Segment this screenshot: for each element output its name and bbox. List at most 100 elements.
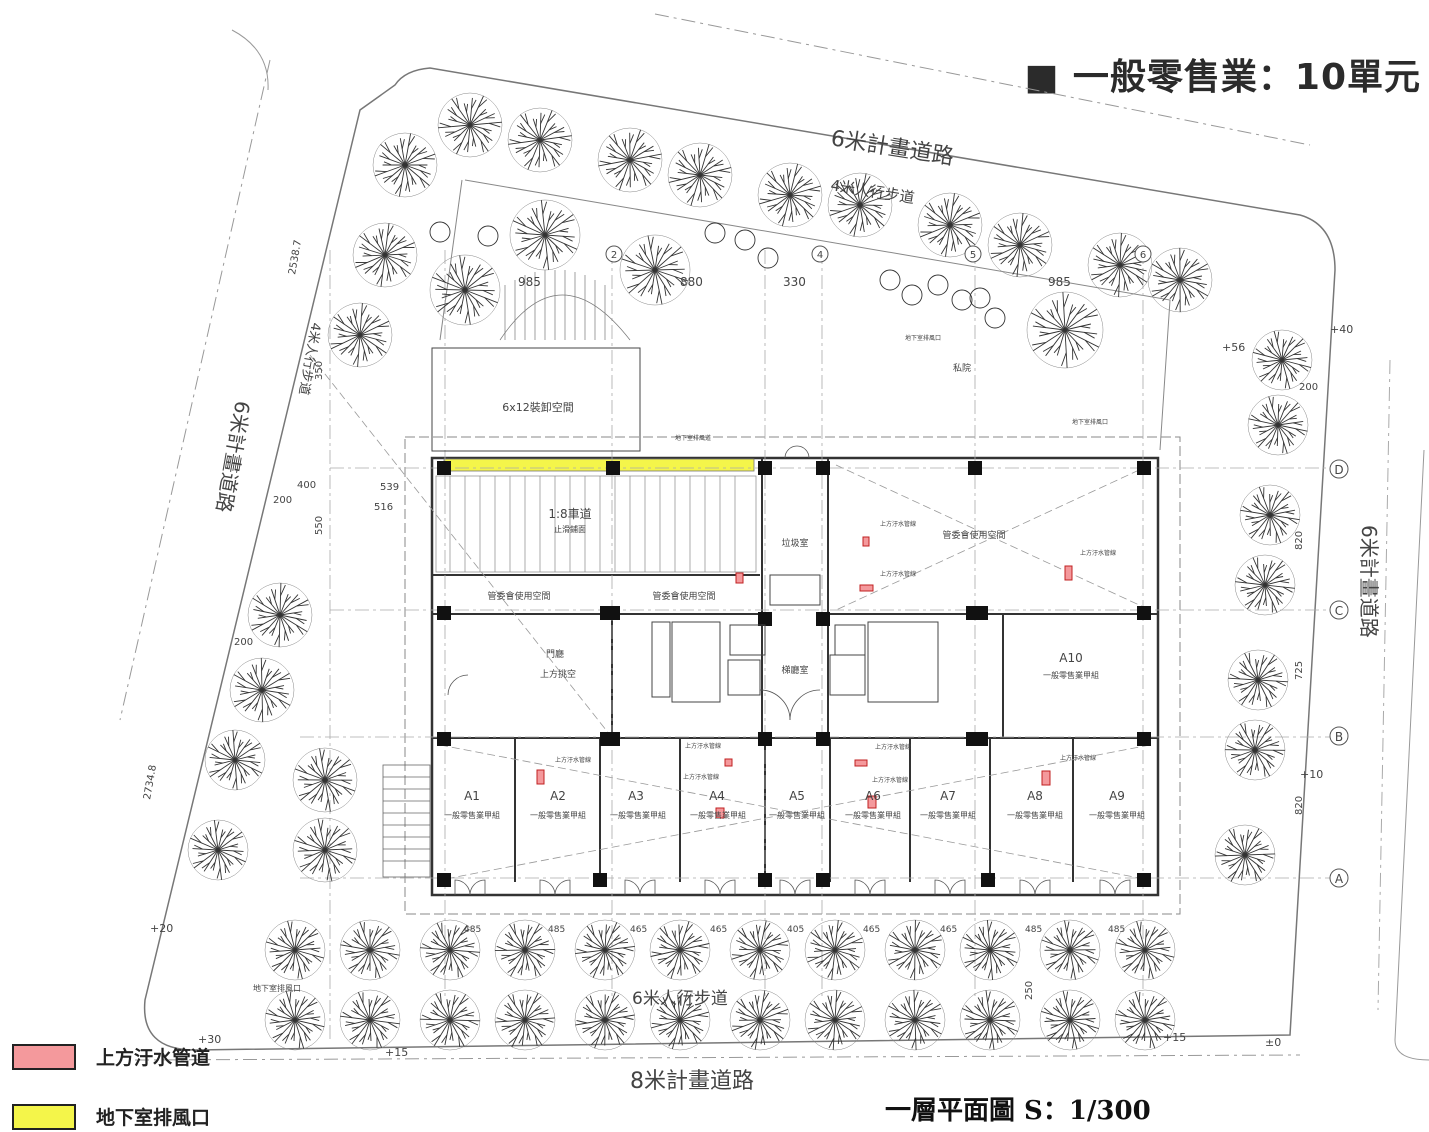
grid-number-4: 4 (817, 250, 823, 261)
grid-label-b: B (1335, 730, 1343, 744)
dim-200a: 200 (273, 495, 292, 506)
tree-symbol (1147, 247, 1213, 313)
tree-symbol (204, 729, 266, 791)
tree-symbol (1251, 329, 1313, 391)
tree-symbol (419, 919, 481, 981)
sewage-tag-8: 上方汙水管線 (872, 776, 908, 784)
committee-space-3: 管委會使用空間 (942, 529, 1005, 541)
tree-symbol (1026, 291, 1104, 369)
dim-985a: 985 (518, 275, 541, 289)
drawing-scale-title: 一層平面圖 S：1/300 (885, 1096, 1151, 1126)
sewage-tag-2: 上方汙水管線 (880, 570, 916, 578)
sewage-tag-9: 上方汙水管線 (1060, 754, 1096, 762)
legend-item-exhaust: 地下室排風口 (12, 1103, 210, 1130)
lobby-sub: 上方挑空 (540, 668, 576, 680)
dim-516: 516 (374, 502, 393, 513)
tree-symbol (1247, 394, 1309, 456)
parking-ramp (435, 475, 757, 573)
shrub-symbol (704, 222, 726, 244)
dim-820a: 820 (1294, 531, 1305, 550)
tree-symbol (729, 919, 791, 981)
level-15b: +15 (1163, 1031, 1186, 1044)
dim-200b: 200 (1299, 382, 1318, 393)
private-yard: 私院 (953, 362, 971, 374)
tree-symbol (667, 142, 733, 208)
bay-dim-9: 485 (1108, 925, 1125, 935)
room-a10: A10 (1059, 651, 1082, 665)
tree-symbol (292, 747, 358, 813)
shrub-symbol (901, 284, 923, 306)
tree-symbol (264, 989, 326, 1051)
tree-symbol (804, 989, 866, 1051)
tree-symbol (247, 582, 313, 648)
dim-350: 350 (314, 361, 325, 380)
grid-label-a: A (1335, 872, 1344, 886)
tree-symbol (1087, 232, 1153, 298)
shrub-symbol (734, 229, 756, 251)
bay-dim-6: 465 (863, 925, 880, 935)
shrub-symbol (927, 274, 949, 296)
level-30: +30 (198, 1033, 221, 1046)
dim-400: 400 (297, 480, 316, 491)
sewage-tag-6: 上方汙水管線 (683, 773, 719, 781)
dim-2734: 2734.8 (142, 764, 159, 800)
shrub-symbol (969, 287, 991, 309)
parking-ramp-sub: 止滑鋪面 (554, 524, 586, 534)
legend-item-sewage: 上方汙水管道 (12, 1043, 210, 1070)
tree-symbol (757, 162, 823, 228)
dim-539: 539 (380, 482, 399, 493)
tree-symbol (494, 989, 556, 1051)
tree-symbol (509, 199, 581, 271)
tree-symbol (917, 192, 983, 258)
road-label-east: 6米計畫道路 (1357, 525, 1381, 638)
room-a3-use: 一般零售業甲組 (610, 810, 666, 820)
tree-symbol (1039, 919, 1101, 981)
tree-symbol (1214, 824, 1276, 886)
trash-room: 垃圾室 (781, 537, 808, 549)
walkway-label-south: 6米人行步道 (632, 989, 728, 1009)
tree-symbol (229, 657, 295, 723)
legend-swatch-exhaust (12, 1103, 76, 1130)
road-label-north: 6米計畫道路 (829, 126, 955, 170)
tree-symbol (292, 817, 358, 883)
level-40: +40 (1330, 323, 1353, 336)
tree-symbol (1234, 554, 1296, 616)
tree-symbol (339, 919, 401, 981)
dim-550: 550 (314, 516, 325, 535)
basement-vent-tag-2: 地下室排風口 (1072, 418, 1108, 426)
tree-symbol (352, 222, 418, 288)
room-a2-use: 一般零售業甲組 (530, 810, 586, 820)
tree-symbol (1239, 484, 1301, 546)
sewage-tag-4: 上方汙水管線 (555, 756, 591, 764)
grid-number-5: 5 (970, 250, 976, 261)
tree-symbol (959, 989, 1021, 1051)
dim-725: 725 (1294, 661, 1305, 680)
dim-330: 330 (783, 275, 806, 289)
tree-symbol (1114, 989, 1176, 1051)
tree-symbol (884, 919, 946, 981)
tree-symbol (494, 919, 556, 981)
tree-symbol (507, 107, 573, 173)
room-a1: A1 (464, 789, 480, 803)
room-a8: A8 (1027, 789, 1043, 803)
tree-symbol (1224, 719, 1286, 781)
room-a5-use: 一般零售業甲組 (769, 810, 825, 820)
tree-symbol (729, 989, 791, 1051)
tree-symbol (1227, 649, 1289, 711)
shrub-symbol (429, 221, 451, 243)
tree-symbol (619, 234, 691, 306)
sewage-tag-3: 上方汙水管線 (1080, 549, 1116, 557)
bay-dim-4: 465 (710, 925, 727, 935)
tree-symbol (429, 254, 501, 326)
legend-label-exhaust: 地下室排風口 (96, 1107, 211, 1129)
road-label-west: 6米計畫道路 (211, 399, 254, 514)
tree-symbol (827, 172, 893, 238)
landscape-trees (187, 92, 1313, 1051)
level-20: +20 (150, 922, 173, 935)
shrub-symbol (477, 225, 499, 247)
legend-swatch-sewage (12, 1043, 76, 1070)
tree-symbol (372, 132, 438, 198)
level-10: +10 (1300, 768, 1323, 781)
site-boundary (143, 67, 1336, 1051)
